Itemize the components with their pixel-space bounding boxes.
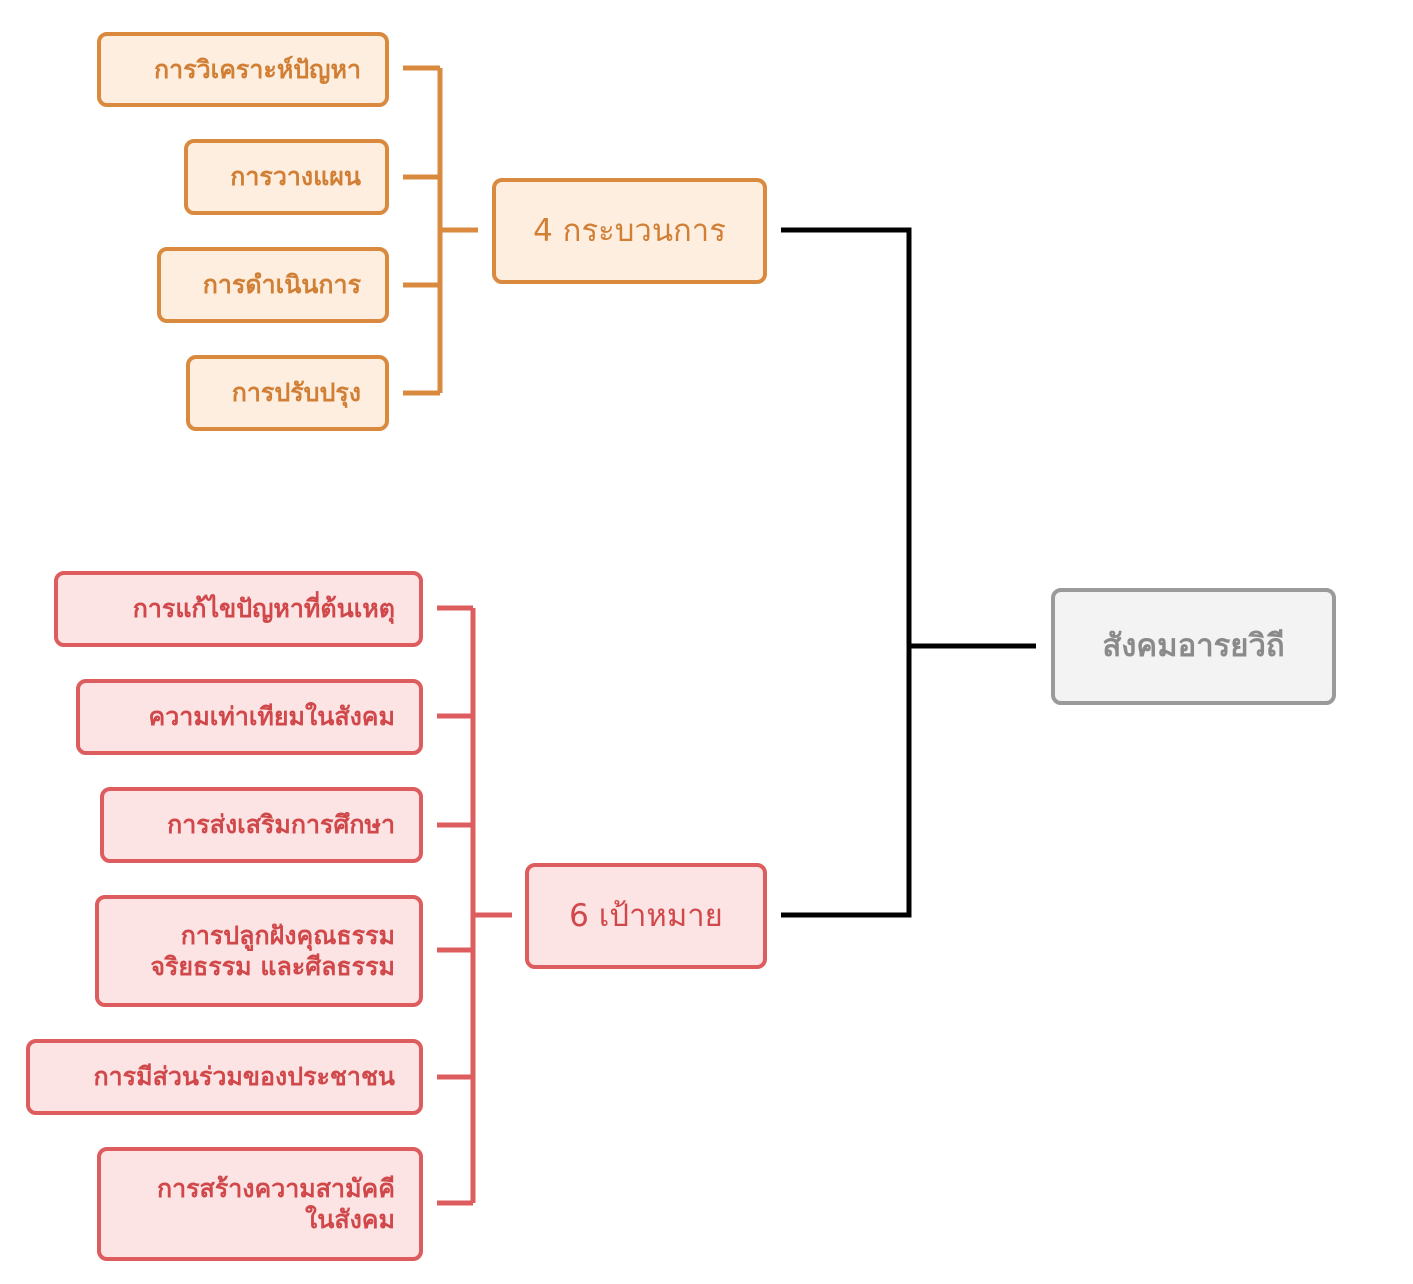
process-step-node[interactable]: การวิเคราะห์ปัญหา bbox=[97, 32, 389, 107]
goal-label: ความเท่าเทียมในสังคม bbox=[148, 702, 395, 732]
process-step-node[interactable]: การดำเนินการ bbox=[157, 247, 389, 323]
goal-label: การแก้ไขปัญหาที่ต้นเหตุ bbox=[132, 594, 395, 624]
root-node[interactable]: สังคมอารยวิถี bbox=[1051, 588, 1336, 705]
goals-bracket bbox=[437, 605, 512, 1206]
goal-node[interactable]: ความเท่าเทียมในสังคม bbox=[76, 679, 423, 755]
goal-node[interactable]: การสร้างความสามัคคี ในสังคม bbox=[97, 1147, 423, 1261]
root-label: สังคมอารยวิถี bbox=[1102, 628, 1285, 665]
root-to-process-line bbox=[781, 227, 912, 918]
goal-label: การมีส่วนร่วมของประชาชน bbox=[93, 1062, 395, 1092]
goal-node[interactable]: การมีส่วนร่วมของประชาชน bbox=[26, 1039, 423, 1115]
process-step-label: การวางแผน bbox=[230, 162, 361, 192]
goal-label: การปลูกฝังคุณธรรม จริยธรรม และศีลธรรม bbox=[150, 920, 395, 981]
process-step-label: การดำเนินการ bbox=[202, 270, 361, 300]
process-step-label: การปรับปรุง bbox=[231, 378, 361, 408]
goal-label: การส่งเสริมการศึกษา bbox=[167, 810, 395, 840]
goals-hub-label: 6 เป้าหมาย bbox=[569, 897, 723, 934]
goal-node[interactable]: การส่งเสริมการศึกษา bbox=[100, 787, 423, 863]
goals-hub-node[interactable]: 6 เป้าหมาย bbox=[525, 863, 767, 969]
process-hub-node[interactable]: 4 กระบวนการ bbox=[492, 178, 767, 284]
goal-node[interactable]: การปลูกฝังคุณธรรม จริยธรรม และศีลธรรม bbox=[95, 895, 423, 1007]
process-bracket bbox=[403, 65, 478, 396]
root-connector bbox=[781, 227, 1036, 918]
process-step-label: การวิเคราะห์ปัญหา bbox=[154, 54, 361, 84]
goal-node[interactable]: การแก้ไขปัญหาที่ต้นเหตุ bbox=[54, 571, 423, 647]
process-step-node[interactable]: การวางแผน bbox=[184, 139, 389, 215]
process-step-node[interactable]: การปรับปรุง bbox=[186, 355, 389, 431]
process-hub-label: 4 กระบวนการ bbox=[533, 212, 726, 249]
goal-label: การสร้างความสามัคคี ในสังคม bbox=[156, 1173, 395, 1234]
